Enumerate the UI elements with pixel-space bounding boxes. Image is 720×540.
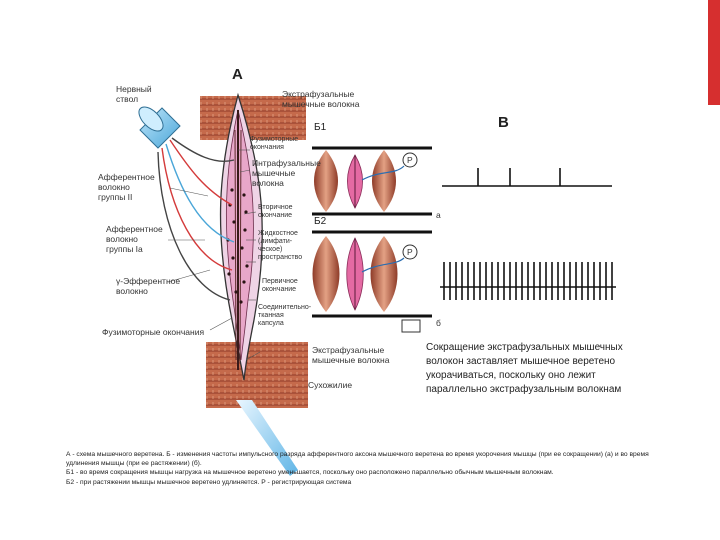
label-nerve-trunk: Нервный ствол <box>116 84 152 104</box>
label-connective-capsule: Соединительно- тканная капсула <box>258 304 312 327</box>
extrafusal-block-bottom <box>206 342 308 408</box>
nerve-trunk <box>138 106 181 149</box>
trace-a-label: а <box>436 210 441 220</box>
label-afferent-ii: Афферентное волокно группы II <box>98 172 155 202</box>
panel-b1-label: Б1 <box>314 122 327 133</box>
panel-b2 <box>312 230 432 333</box>
spindle-inner <box>225 109 254 361</box>
recorder-label-2: P <box>407 247 413 257</box>
label-primary-ending: Первичное окончание <box>262 278 298 293</box>
footer-line-3: Б2 - при растяжении мышцы мышечное верет… <box>66 478 352 486</box>
tendon-shape <box>236 400 298 476</box>
label-fluid-space: Жидкостное (лимфати- ческое) пространств… <box>258 230 303 261</box>
label-fusimotor-bottom: Фузимоторные окончания <box>102 327 205 337</box>
figure-footer: А - схема мышечного веретена. Б - измене… <box>66 450 662 487</box>
recorder-label-1: P <box>407 155 413 165</box>
label-tendon: Сухожилие <box>308 380 353 390</box>
label-secondary-ending: Вторичное окончание <box>258 204 293 219</box>
label-intrafusal: Интрафузальные мышечные волокна <box>252 158 321 188</box>
extrafusal-block-top <box>200 96 306 140</box>
spike-train-a <box>442 168 612 187</box>
panel-v-letter: В <box>498 114 509 131</box>
label-gamma-efferent: γ-Эфферентное волокно <box>116 276 181 296</box>
spindle-nuclei <box>226 188 249 304</box>
label-fusimotor-top: Фузимоторные окончания <box>250 136 299 151</box>
leader-lines <box>167 149 261 361</box>
accent-bar <box>708 0 720 105</box>
label-extrafusal-top: Экстрафузальные мышечные волокна <box>282 89 360 109</box>
footer-line-2: Б1 - во время сокращения мышцы нагрузка … <box>66 469 554 477</box>
footer-line-1: А - схема мышечного веретена. Б - измене… <box>66 451 649 468</box>
panel-a-letter: А <box>232 66 243 83</box>
caption-text: Сокращение экстрафузальных мышечных воло… <box>426 342 623 395</box>
nerve-fibres <box>157 137 235 301</box>
label-extrafusal-bottom: Экстрафузальные мышечные волокна <box>312 345 390 365</box>
panel-b2-label: Б2 <box>314 216 327 227</box>
trace-b-label: б <box>436 318 441 328</box>
panel-b1 <box>312 146 432 216</box>
label-afferent-ia: Афферентное волокно группы Ia <box>106 224 163 254</box>
spike-train-b <box>440 262 616 300</box>
